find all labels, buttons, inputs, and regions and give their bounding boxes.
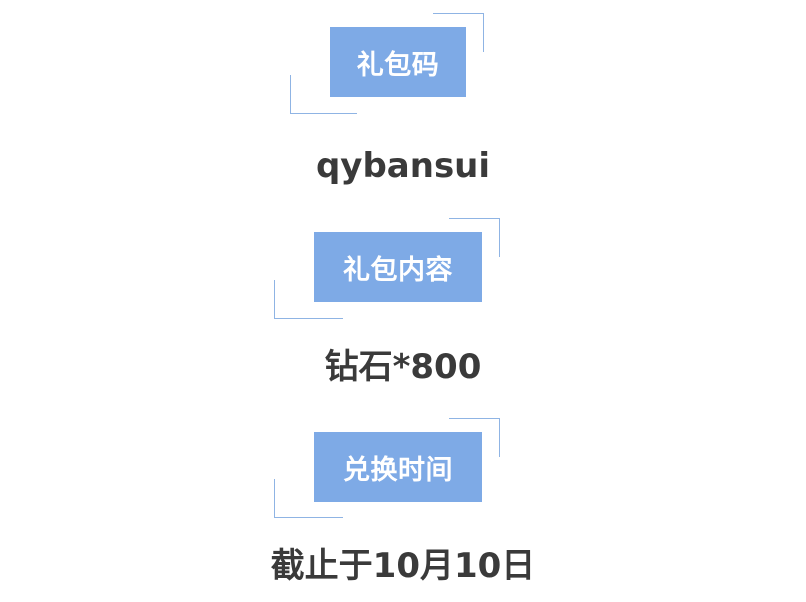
corner-decoration-bottom-left [274, 479, 343, 518]
gift-code-value: qybansui [315, 146, 491, 186]
redeem-time-label: 兑换时间 [314, 432, 482, 502]
corner-decoration-bottom-left [274, 280, 343, 319]
gift-content-label: 礼包内容 [314, 232, 482, 302]
gift-content-value: 钻石*800 [324, 347, 482, 387]
corner-decoration-top-right [449, 218, 500, 257]
gift-code-label: 礼包码 [330, 27, 466, 97]
redeem-time-value: 截止于10月10日 [270, 546, 536, 586]
corner-decoration-top-right [449, 418, 500, 457]
corner-decoration-bottom-left [290, 75, 357, 114]
corner-decoration-top-right [433, 13, 484, 52]
